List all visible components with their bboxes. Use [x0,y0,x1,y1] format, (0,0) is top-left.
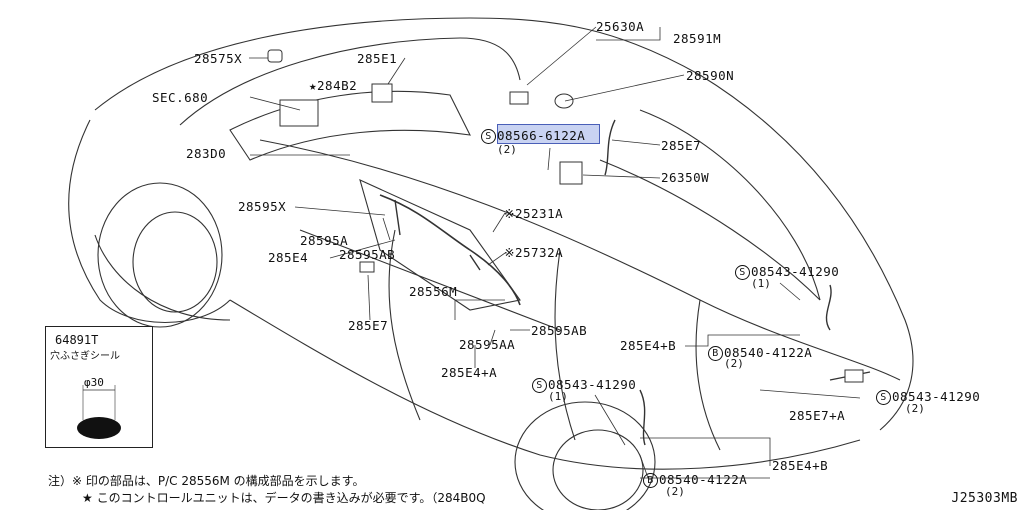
door-line-2 [554,249,576,441]
callout-285E7A[interactable]: 285E7+A [789,408,846,423]
antenna-25630A [509,91,529,105]
callout-283D0[interactable]: 283D0 [186,146,227,161]
callout-25732A[interactable]: ※25732A [504,245,564,260]
dashboard [229,90,471,161]
hood-outline [68,119,231,323]
seal-shape [77,417,121,439]
door-line-1 [388,229,421,421]
rear-left-harness [639,389,646,446]
callout-28575X[interactable]: 28575X [194,51,243,66]
rear-window [639,109,821,301]
wire-harness-branch [394,199,481,271]
callout-28595A[interactable]: 28595A [300,233,349,248]
front-wheel-arch [97,182,223,328]
qty-08540-4122A-b: (2) [665,485,685,498]
sensor-285E7A [844,369,864,383]
door-line-3 [695,299,721,451]
control-unit-284B2 [279,99,319,127]
footnote-2: ★ このコントロールユニットは、データの書き込みが必要です。（284B0Q [82,491,486,505]
rear-wheel-arch [514,401,656,510]
qty-08540-4122A-a: (2) [724,357,744,370]
front-bumper [94,234,231,321]
floor-line [299,229,561,331]
rear-right-harness [825,284,832,331]
roof-outline [94,17,914,431]
module-285E1 [371,83,393,103]
ring-28590N [554,93,574,109]
callout-28595AB-mid[interactable]: 28595AB [531,323,588,338]
rear-deck [599,159,821,301]
inset-dimension: φ30 [84,376,104,389]
qty-08543-41290-b: (1) [548,390,568,403]
s-symbol: S [481,129,496,144]
callout-285E4A[interactable]: 285E4+A [441,365,498,380]
callout-285E4B-a[interactable]: 285E4+B [620,338,677,353]
callout-sec680[interactable]: SEC.680 [152,90,209,105]
rear-sensor-harness [604,119,616,176]
footnote-1: 注）※ 印の部品は、P/C 28556M の構成部品を示します。 [48,474,365,488]
callout-28591M[interactable]: 28591M [673,31,722,46]
callout-28595X[interactable]: 28595X [238,199,287,214]
callout-284B2[interactable]: ★284B2 [309,78,358,93]
callout-26350W[interactable]: 26350W [661,170,710,185]
qty-08566-6122A: (2) [497,143,517,156]
callout-28595AB-left[interactable]: 28595AB [339,247,396,262]
callout-285E4[interactable]: 285E4 [268,250,309,265]
seal-inset: 64891T 穴ふさぎシール φ30 [45,326,153,448]
sensor-285E7 [359,261,375,273]
diagram-code: J25303MB [951,491,1018,506]
inset-part-name: 穴ふさぎシール [50,351,120,362]
callout-25231A[interactable]: ※25231A [504,206,564,221]
callout-285E1[interactable]: 285E1 [357,51,398,66]
rocker-line [229,299,861,470]
wire-harness [379,194,521,306]
callout-285E7-left[interactable]: 285E7 [348,318,389,333]
qty-08543-41290-a: (1) [751,277,771,290]
callout-28556M[interactable]: 28556M [409,284,458,299]
callout-285E4B-b[interactable]: 285E4+B [772,458,829,473]
belt-line [259,139,901,381]
front-wheel [132,211,218,313]
callout-25630A[interactable]: 25630A [596,19,645,34]
sensor-28575X [267,49,283,63]
callout-285E7-top[interactable]: 285E7 [661,138,702,153]
rear-wheel [552,429,644,510]
callout-28590N[interactable]: 28590N [686,68,735,83]
windshield-outline [179,37,521,126]
highlighted-part-box[interactable] [497,124,600,144]
callout-28595AA[interactable]: 28595AA [459,337,516,352]
module-26350W [559,161,583,185]
inset-part-number[interactable]: 64891T [55,333,99,347]
qty-08543-41290-c: (2) [905,402,925,415]
